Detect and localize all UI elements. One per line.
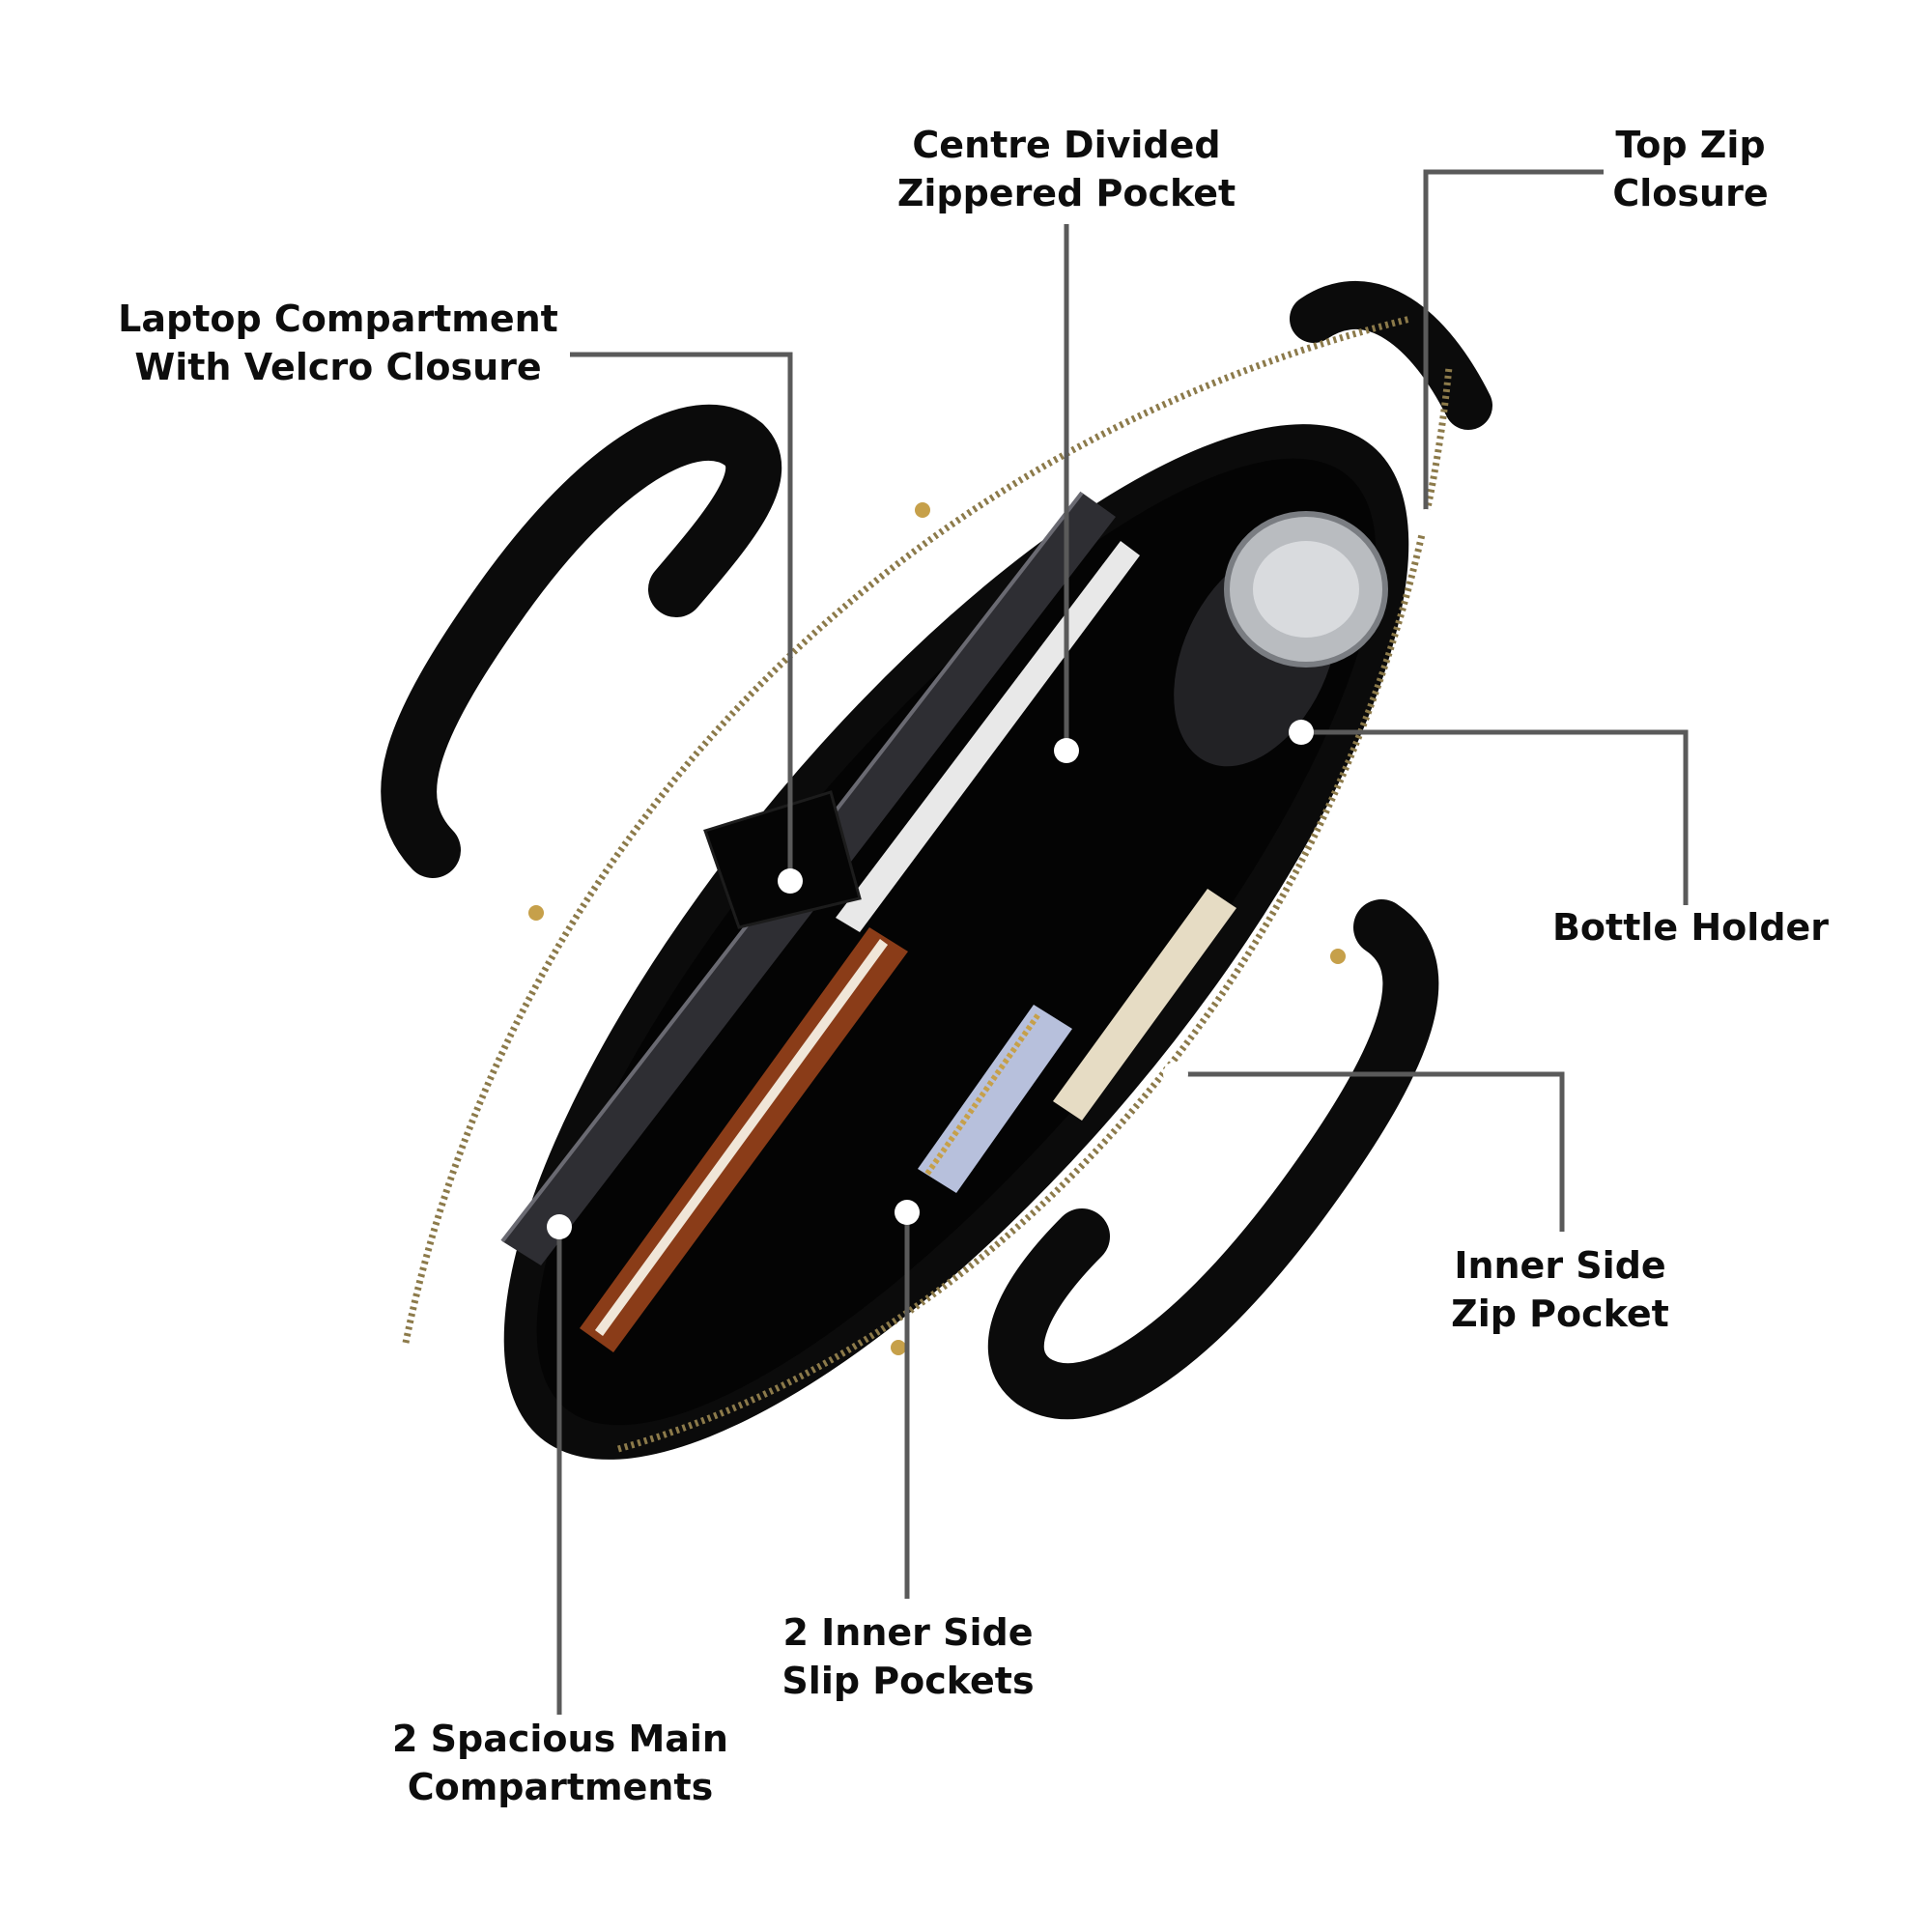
marker-dot-centre [1054, 738, 1079, 763]
marker-dot-innerzip [1163, 1062, 1188, 1087]
pencil-case-zip [924, 1012, 1041, 1176]
top-zip-track-lower [617, 366, 1453, 1453]
hardware-stud [915, 502, 930, 518]
brown-notebook-pages [594, 939, 889, 1336]
right-handle [987, 899, 1439, 1420]
marker-dot-main [547, 1214, 572, 1239]
bottle-cap-highlight [1253, 541, 1359, 638]
hardware-stud [891, 1340, 906, 1355]
marker-dot-slip [895, 1200, 920, 1225]
marker-dots [547, 509, 1438, 1239]
label-laptop-compartment: Laptop Compartment With Velcro Closure [118, 298, 558, 388]
leader-lines [556, 169, 1689, 1715]
leader-line-topzip [1423, 169, 1604, 522]
marker-dot-laptop [778, 868, 803, 894]
top-zip-track [402, 315, 1411, 1344]
leader-line-laptop [570, 352, 793, 881]
hardware-stud [1330, 949, 1346, 964]
label-top-zip-closure: Top Zip Closure [1612, 124, 1769, 214]
small-book-item [1053, 889, 1236, 1121]
left-handle [381, 404, 782, 878]
pencil-case-item [918, 1005, 1072, 1193]
label-main-compartments: 2 Spacious Main Compartments [392, 1718, 728, 1808]
hardware-stud [528, 905, 544, 921]
label-inner-side-zip-pocket: Inner Side Zip Pocket [1451, 1244, 1669, 1335]
marker-dot-topzip [1413, 509, 1438, 534]
leader-line-bottle [1301, 729, 1689, 905]
marker-dot-bottle [1289, 720, 1314, 745]
label-bottle-holder: Bottle Holder [1551, 906, 1830, 949]
bag-interior [536, 458, 1377, 1426]
label-inner-side-slip-pockets: 2 Inner Side Slip Pockets [781, 1611, 1035, 1702]
label-centre-divided-pocket: Centre Divided Zippered Pocket [896, 124, 1236, 214]
leader-line-innerzip [1176, 1071, 1565, 1232]
notebook-item [836, 541, 1140, 932]
